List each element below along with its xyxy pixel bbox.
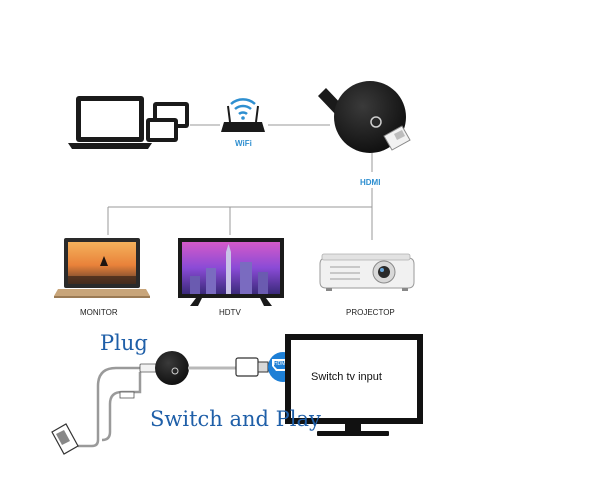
hdtv-icon: [178, 238, 284, 306]
hdmi-label: HDMI: [360, 178, 380, 187]
laptop-icon: [68, 96, 152, 149]
connection-lines: [107, 124, 373, 240]
hdmi-cable-icon: [188, 357, 269, 377]
hdmi-port-label: HDMI: [274, 361, 287, 367]
usb-cable-icon: [51, 366, 155, 455]
monitor-icon: [54, 238, 150, 298]
plug-label: Plug: [100, 331, 148, 355]
projector-label: PROJECTOP: [346, 308, 395, 317]
tablets-icon: [146, 102, 189, 142]
wifi-router-icon: [221, 98, 265, 132]
wifi-label: WiFi: [235, 139, 252, 148]
monitor-label: MONITOR: [80, 308, 118, 317]
chromecast-dongle-icon: [318, 81, 411, 153]
switch-play-label: Switch and Play: [150, 407, 321, 431]
projector-icon: [319, 253, 415, 291]
tv-input-label: Switch tv input: [311, 371, 382, 383]
chromecast-small-icon: [139, 351, 189, 385]
hdtv-label: HDTV: [219, 308, 241, 317]
tv-screen-icon: [285, 334, 423, 436]
